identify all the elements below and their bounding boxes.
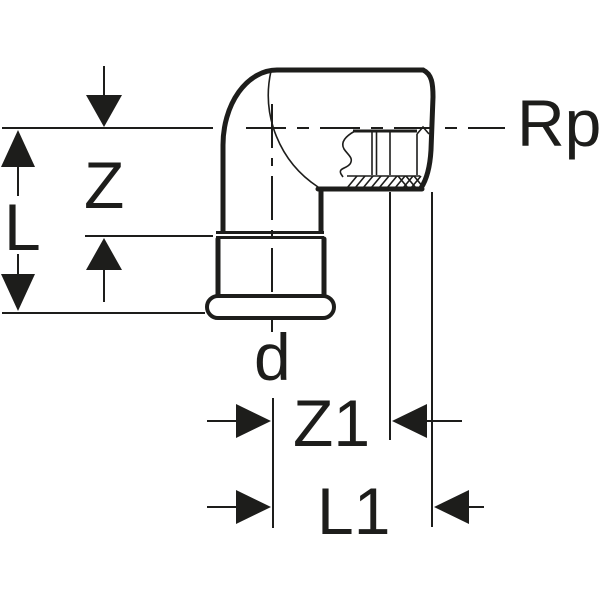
label-d: d [254,320,291,394]
section-detail [267,70,430,189]
thread-hatching [346,175,426,189]
label-Rp: Rp [517,86,600,160]
label-L: L [4,190,41,264]
dim-l1-left-arrowhead [236,490,271,524]
label-Z: Z [84,148,124,222]
bore-transition-arc [267,70,319,188]
dim-z-top-arrowhead [86,95,122,127]
dim-l-bottom-arrowhead [1,274,35,311]
centerlines [246,104,505,332]
dimension-bottom [207,192,484,528]
label-L1: L1 [317,474,390,548]
fitting-outline [205,67,436,320]
thread-serration-hatching [397,175,424,189]
dim-l-top-arrowhead [1,130,35,167]
dimension-left [1,66,213,314]
dimension-labels: L Z d Rp Z1 L1 [4,86,600,548]
dim-z1-left-arrowhead [236,404,271,438]
press-socket-bead [205,294,336,320]
dim-z1-right-arrowhead [392,404,427,438]
dim-z-bottom-arrowhead [86,238,122,270]
thread-break-wiggle-line [339,130,356,178]
label-Z1: Z1 [293,386,370,460]
elbow-outer-edge [220,67,426,234]
bore-chamfer [416,125,430,135]
dim-l1-right-arrowhead [434,490,469,524]
threaded-end-face [418,67,436,191]
